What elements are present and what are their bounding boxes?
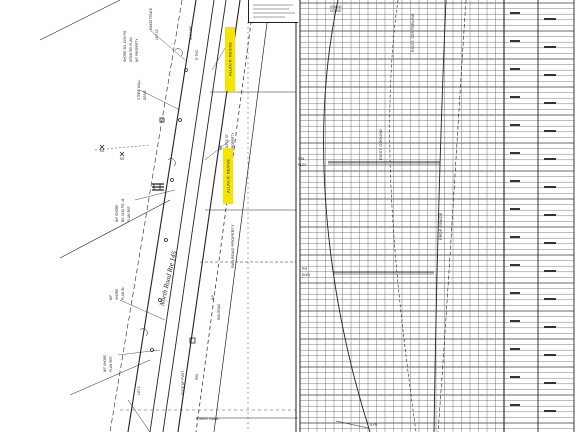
station-tick: [510, 264, 520, 266]
station-tick: [510, 68, 520, 70]
elevation-tick: [544, 102, 556, 104]
profile-grid: GRADE CURVE STA ELEV PVI ELEV 5 YR: [298, 0, 575, 432]
elevation-tick: [544, 18, 556, 20]
elevation-tick: [544, 354, 556, 356]
elevation-tick: [544, 242, 556, 244]
elevation-tick: [544, 186, 556, 188]
station-tick: [510, 320, 520, 322]
svg-text:SS: SS: [120, 157, 124, 161]
station-tick: [510, 152, 520, 154]
svg-text:LOT 1: LOT 1: [137, 386, 141, 395]
elevation-tick: [544, 298, 556, 300]
elevation-tick: [544, 410, 556, 412]
station-tick: [510, 404, 520, 406]
svg-text:DRIVE: DRIVE: [143, 90, 147, 100]
elevation-tick: [544, 158, 556, 160]
railroad-property-label: RAILROAD PROPERTY: [230, 224, 235, 269]
svg-text:WOOD FENCE: WOOD FENCE: [149, 8, 153, 30]
station-tick: [510, 292, 520, 294]
station-tick: [510, 40, 520, 42]
profile-label-centerline: EXIST. CENTERLINE: [410, 13, 415, 52]
elevation-tick: [544, 74, 556, 76]
svg-text:RAILROAD: RAILROAD: [217, 303, 221, 320]
station-tick: [510, 124, 520, 126]
svg-text:N/F PROPERTY: N/F PROPERTY: [135, 38, 139, 62]
svg-text:STREET NAME: STREET NAME: [196, 417, 219, 421]
svg-text:6" PVC: 6" PVC: [195, 49, 199, 60]
notes-lines: [253, 4, 295, 18]
svg-text:SHORE SO. 1234 PG.: SHORE SO. 1234 PG.: [123, 30, 127, 62]
svg-text:R/W: R/W: [195, 374, 199, 380]
station-tick: [510, 208, 520, 210]
svg-text:ELEV: ELEV: [302, 273, 311, 277]
elevation-tick: [544, 270, 556, 272]
highlighted-owner-label-upper: ALLAN R. RENNIE: [225, 27, 235, 91]
elevation-tick: [544, 214, 556, 216]
plan-drawing: SHORE SO. 1234 PG. GRANTEE PLAN N/F PROP…: [39, 0, 298, 432]
svg-text:N/F: N/F: [109, 295, 113, 300]
svg-text:GRANTEE PLAN: GRANTEE PLAN: [129, 37, 133, 62]
svg-text:N/F SHORE: N/F SHORE: [115, 205, 119, 222]
station-tick: [510, 348, 520, 350]
svg-text:GRADE: GRADE: [330, 5, 343, 9]
profile-label-ground: EXIST. GROUND: [378, 128, 383, 160]
svg-text:ELEV: ELEV: [298, 163, 307, 167]
highlighted-owner-label-lower: ALLAN R. RENNIE: [223, 148, 233, 204]
svg-text:CURVE: CURVE: [330, 9, 342, 13]
svg-text:STONE WALL: STONE WALL: [137, 79, 141, 100]
svg-text:PROPERTY: PROPERTY: [231, 132, 235, 150]
notes-box: [248, 0, 298, 23]
svg-text:N/F: N/F: [219, 145, 223, 150]
elevation-tick: [544, 382, 556, 384]
svg-text:PLAN REF.: PLAN REF.: [109, 356, 113, 372]
highlighted-owner-text: ALLAN R. RENNIE: [225, 158, 231, 194]
svg-text:LOT 12: LOT 12: [155, 29, 159, 40]
svg-text:N/F: N/F: [211, 295, 215, 300]
svg-text:BK. 2110 PG. 41: BK. 2110 PG. 41: [121, 198, 125, 222]
svg-text:R/W LINE: R/W LINE: [189, 26, 193, 40]
svg-text:MAPLE ST.: MAPLE ST.: [225, 134, 229, 150]
highlighted-owner-text: ALLAN R. RENNIE: [227, 41, 233, 77]
station-tick: [510, 12, 520, 14]
svg-text:5 YR: 5 YR: [370, 423, 378, 427]
elevation-tick: [544, 130, 556, 132]
plan-view: SHORE SO. 1234 PG. GRANTEE PLAN N/F PROP…: [39, 0, 298, 432]
svg-text:PLAN 61: PLAN 61: [121, 287, 125, 300]
svg-text:N/F SHORE: N/F SHORE: [103, 355, 107, 372]
station-tick: [510, 96, 520, 98]
station-tick: [510, 376, 520, 378]
svg-text:PLAN REF.: PLAN REF.: [127, 206, 131, 222]
elevation-tick: [544, 326, 556, 328]
station-tick: [510, 236, 520, 238]
svg-text:EDGE OF PVMT.: EDGE OF PVMT.: [181, 370, 185, 395]
profile-label-grade: PROP. GRADE: [438, 212, 443, 240]
svg-text:SS: SS: [100, 149, 104, 153]
svg-text:PVI: PVI: [302, 267, 307, 271]
elevation-tick: [544, 46, 556, 48]
profile-view: GRADE CURVE STA ELEV PVI ELEV 5 YR EXIST…: [298, 0, 576, 432]
station-tick: [510, 180, 520, 182]
svg-text:STA: STA: [298, 157, 305, 161]
svg-text:SHORE: SHORE: [115, 289, 119, 300]
